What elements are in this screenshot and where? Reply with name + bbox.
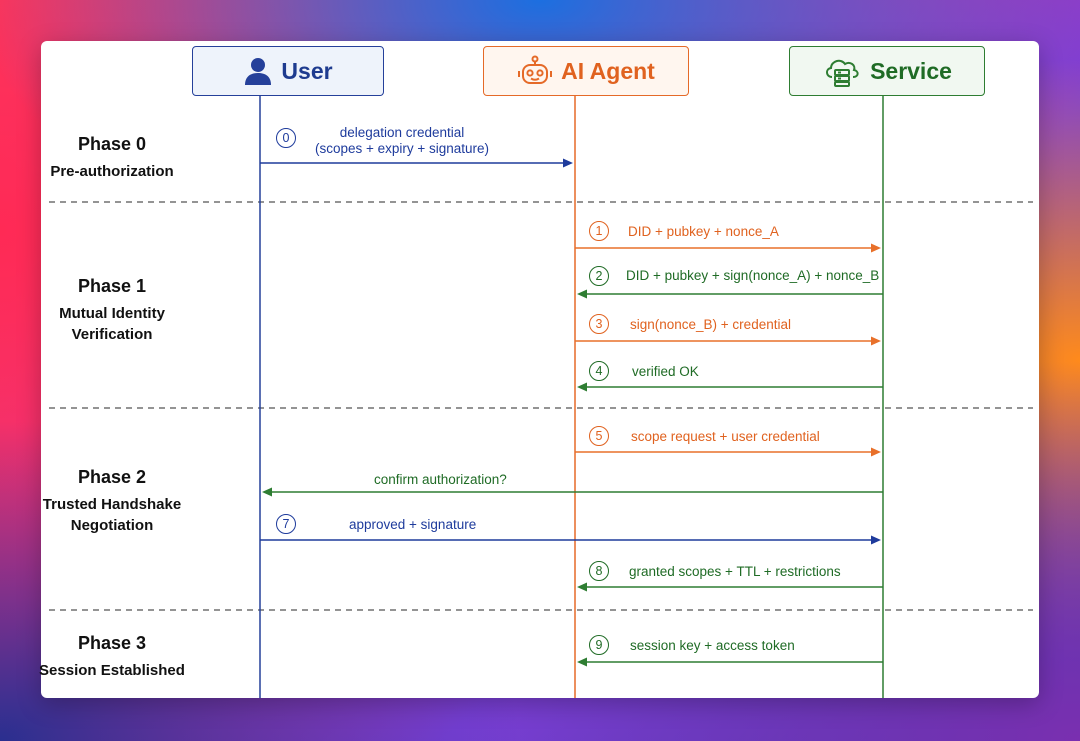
message-5-label: scope request + user credential	[631, 429, 820, 444]
message-5-number: 5	[589, 426, 609, 446]
phase-2-subtitle-line-1: Trusted Handshake	[42, 496, 182, 513]
message-9-number: 9	[589, 635, 609, 655]
actor-user-label: User	[281, 57, 333, 84]
message-4-label: verified OK	[632, 364, 699, 379]
message-9-label: session key + access token	[630, 638, 795, 653]
message-3-arrowhead	[871, 336, 881, 346]
message-8-arrowhead	[577, 582, 587, 592]
phase-2-subtitle-line-2: Negotiation	[70, 517, 154, 534]
message-8-label: granted scopes + TTL + restrictions	[629, 564, 841, 579]
message-7-arrowhead	[871, 535, 881, 545]
phase-1-subtitle-line-1: Mutual Identity	[59, 305, 165, 322]
robot-icon	[518, 55, 553, 84]
phase-0-subtitle: Pre-authorization	[50, 163, 174, 180]
message-3-number: 3	[589, 314, 609, 334]
message-7-label: approved + signature	[349, 517, 477, 532]
message-1-number: 1	[589, 221, 609, 241]
phase-1-subtitle-line-2: Verification	[71, 326, 153, 343]
phase-1-title: Phase 1	[77, 276, 147, 296]
phase-2-title: Phase 2	[77, 467, 147, 487]
message-6-arrowhead	[262, 487, 272, 497]
message-0-label-line-2: (scopes + expiry + signature)	[314, 141, 490, 156]
phase-0-title: Phase 0	[77, 134, 147, 154]
sequence-diagram-card: User AI Agent Service Phase 0 Pre-author…	[39, 41, 1039, 698]
message-0-label: delegation credential (scopes + expiry +…	[307, 125, 497, 157]
message-2-number: 2	[589, 266, 609, 286]
actor-ai-agent: AI Agent	[483, 46, 689, 96]
message-2-label: DID + pubkey + sign(nonce_A) + nonce_B	[626, 268, 880, 283]
message-8-number: 8	[589, 561, 609, 581]
message-1-arrowhead	[871, 243, 881, 253]
message-2-arrowhead	[577, 289, 587, 299]
sequence-diagram-canvas	[49, 96, 1033, 698]
message-3-label: sign(nonce_B) + credential	[630, 317, 791, 332]
message-4-number: 4	[589, 361, 609, 381]
message-9-arrowhead	[577, 657, 587, 667]
phase-1-subtitle: Mutual Identity Verification	[37, 303, 187, 345]
phase-0: Phase 0 Pre-authorization	[37, 133, 187, 182]
phase-2-subtitle: Trusted Handshake Negotiation	[37, 494, 187, 536]
phase-3-title: Phase 3	[77, 633, 147, 653]
message-0-arrowhead	[563, 158, 573, 168]
message-4-arrowhead	[577, 382, 587, 392]
message-5-arrowhead	[871, 447, 881, 457]
actor-service-label: Service	[870, 57, 952, 84]
message-0-label-line-1: delegation credential	[339, 125, 465, 140]
user-icon	[245, 58, 272, 85]
message-7-number: 7	[276, 514, 296, 534]
message-0-number: 0	[276, 128, 296, 148]
message-1-label: DID + pubkey + nonce_A	[628, 224, 779, 239]
cloud-server-icon	[826, 59, 859, 87]
actor-service: Service	[789, 46, 985, 96]
phase-3: Phase 3 Session Established	[37, 632, 187, 681]
phase-2: Phase 2 Trusted Handshake Negotiation	[37, 466, 187, 536]
phase-3-subtitle: Session Established	[39, 662, 185, 679]
phase-1: Phase 1 Mutual Identity Verification	[37, 275, 187, 345]
actor-user: User	[192, 46, 384, 96]
actor-ai-agent-label: AI Agent	[561, 57, 655, 84]
message-6-label: confirm authorization?	[374, 472, 507, 487]
